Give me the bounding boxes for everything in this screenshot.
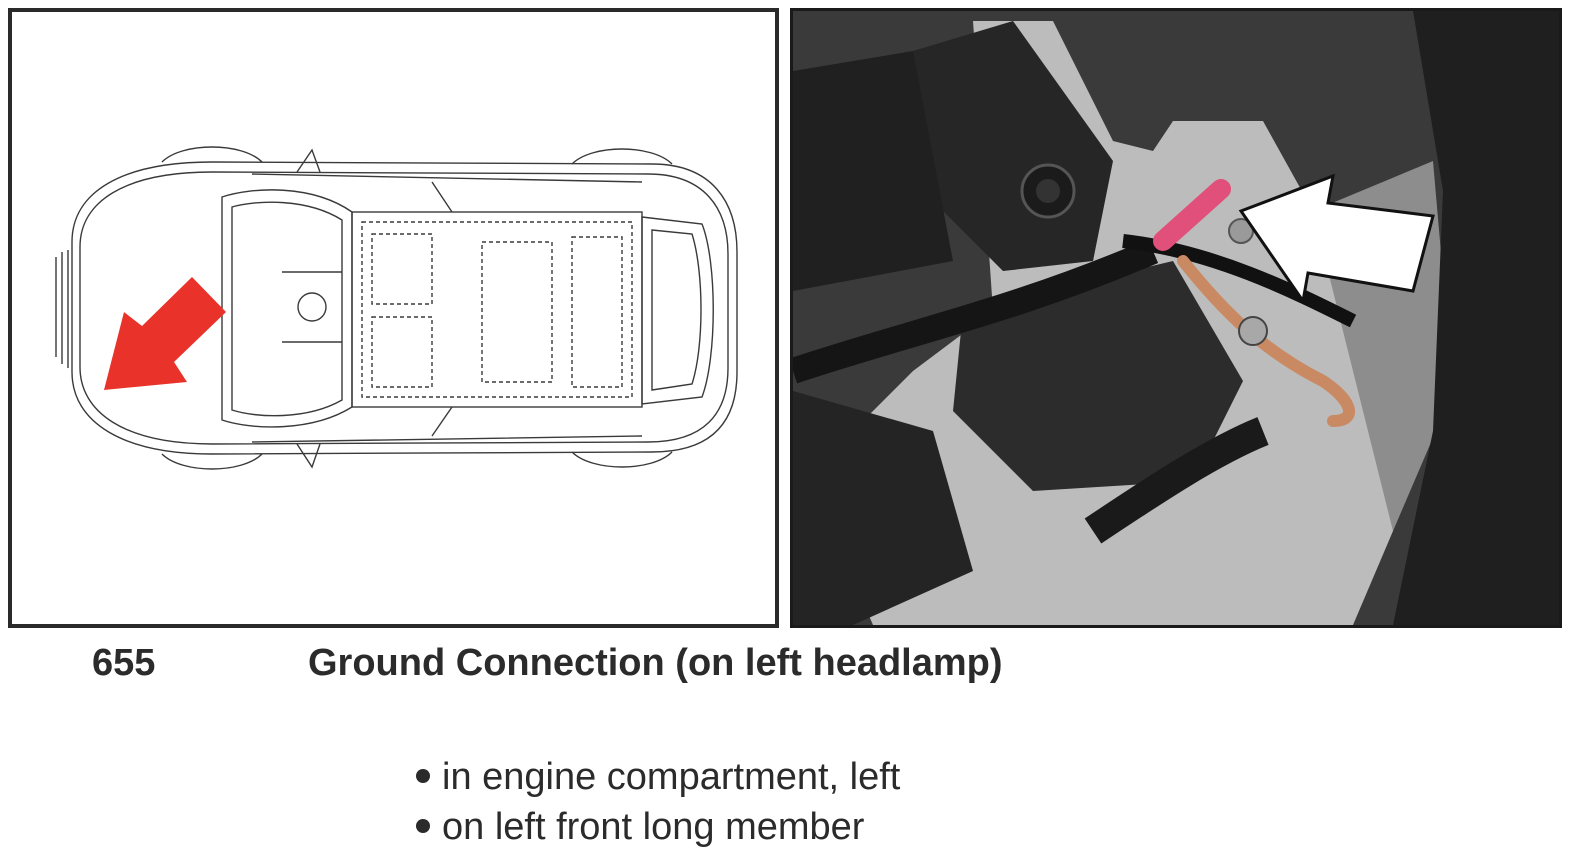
- bullet-dot-icon: [416, 768, 430, 783]
- location-text: on left front long member: [442, 806, 865, 848]
- list-item: on left front long member: [416, 802, 900, 852]
- item-title: Ground Connection (on left headlamp): [308, 642, 1003, 684]
- list-item: in engine compartment, left: [416, 752, 900, 802]
- engine-compartment-photo: [790, 8, 1562, 628]
- vehicle-top-view-drawing: [55, 146, 738, 470]
- location-list: in engine compartment, left on left fron…: [416, 752, 900, 852]
- bullet-dot-icon: [416, 818, 430, 833]
- red-arrow-icon: [104, 277, 226, 390]
- white-arrow-icon: [1238, 173, 1435, 305]
- vehicle-location-diagram: [8, 8, 779, 628]
- ground-point-photo: [793, 11, 1559, 625]
- location-text: in engine compartment, left: [442, 756, 901, 798]
- item-code: 655: [92, 642, 156, 684]
